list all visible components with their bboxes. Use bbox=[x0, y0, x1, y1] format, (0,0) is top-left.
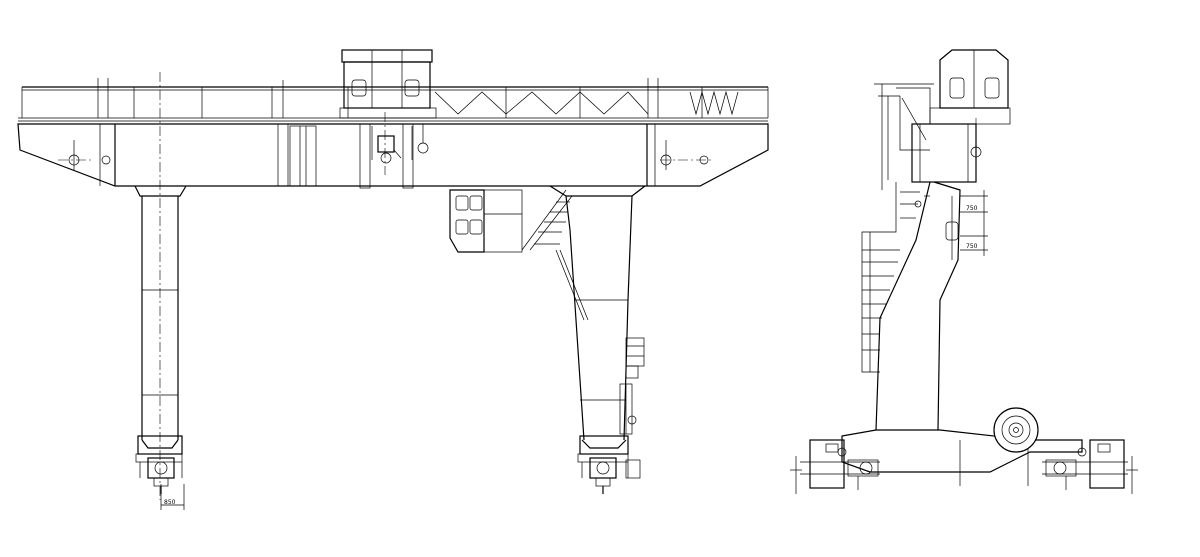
bogie-side-left bbox=[790, 439, 880, 494]
side-elevation-view: 750 750 bbox=[790, 49, 1138, 494]
main-girder bbox=[17, 117, 769, 187]
access-stair-front bbox=[521, 189, 589, 321]
bogie-right bbox=[577, 453, 641, 494]
front-elevation-view: 850 bbox=[17, 49, 769, 510]
electrical-cabinet bbox=[619, 337, 645, 435]
center-lines bbox=[58, 72, 712, 500]
dimension-label-750-lower: 750 bbox=[966, 243, 978, 250]
walkway-railing bbox=[21, 78, 769, 118]
bogie-side-right bbox=[1042, 439, 1138, 494]
trolley-side bbox=[929, 49, 1011, 125]
rigid-leg-left bbox=[134, 185, 187, 455]
girder-section bbox=[874, 83, 982, 190]
operator-cabin bbox=[449, 189, 523, 253]
dimension-label-850: 850 bbox=[164, 499, 176, 506]
hook-block bbox=[359, 123, 429, 189]
flexible-leg-right bbox=[549, 185, 646, 455]
lifting-lug-symbol bbox=[68, 140, 709, 170]
dimension-850: 850 bbox=[160, 484, 185, 510]
cable-reel bbox=[993, 407, 1039, 453]
side-dimensions: 750 750 bbox=[960, 190, 988, 256]
bogie-left bbox=[135, 453, 183, 494]
access-stair-side bbox=[861, 182, 920, 373]
dimension-label-750-upper: 750 bbox=[966, 205, 978, 212]
sill-beam bbox=[841, 429, 1083, 486]
leg-side bbox=[875, 181, 961, 431]
trolley bbox=[339, 49, 437, 160]
